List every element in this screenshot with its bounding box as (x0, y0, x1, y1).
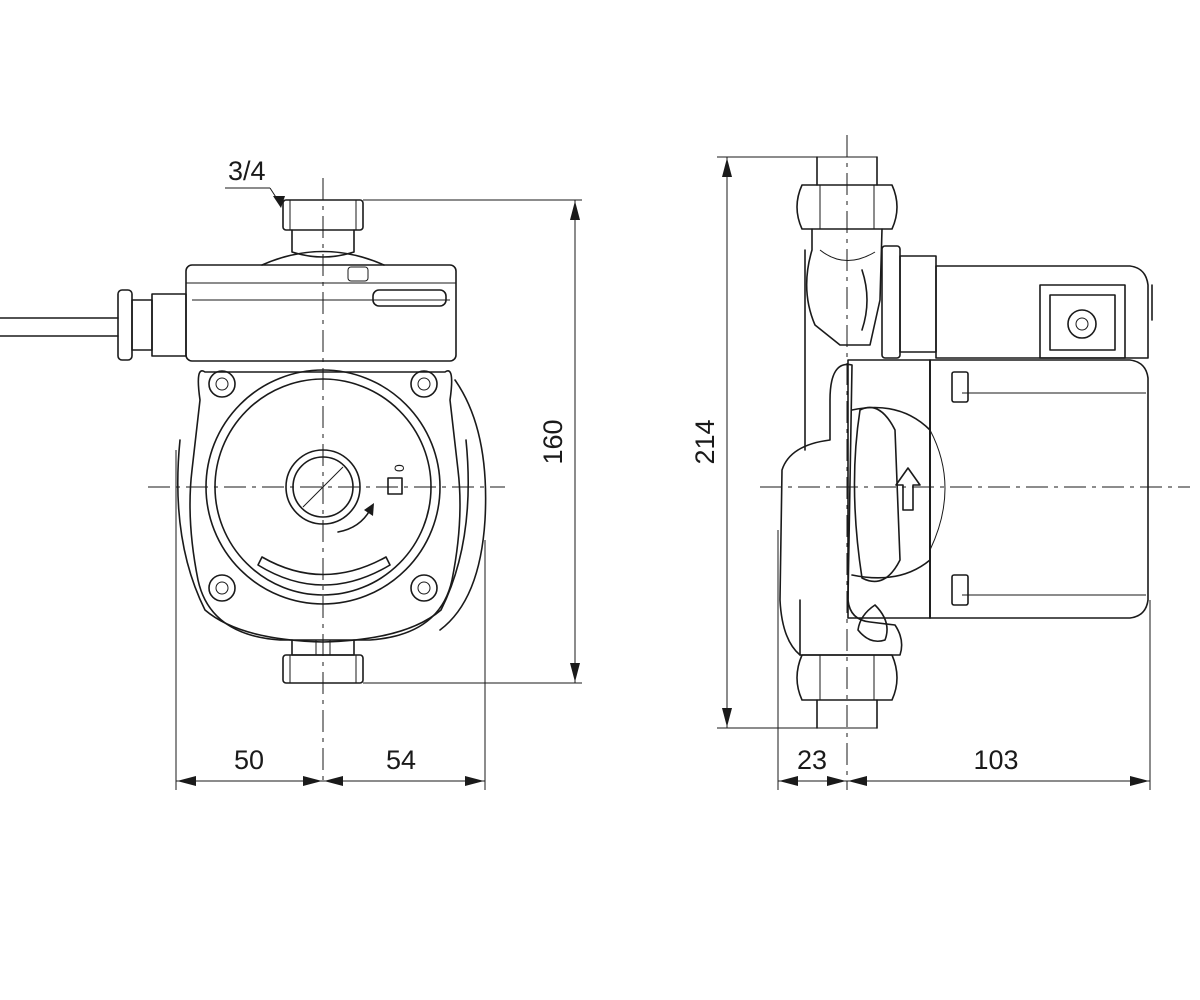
side-motor (847, 359, 1149, 619)
knob-label: 0 (391, 464, 407, 472)
speed-knob (387, 477, 403, 495)
flow-direction-arrow (895, 467, 921, 511)
side-top-fitting (796, 156, 898, 346)
side-terminal-box (935, 265, 1153, 359)
side-pump-casing (779, 249, 903, 656)
front-width-dimensions: 50 54 (175, 450, 486, 790)
side-offset-label: 23 (797, 745, 827, 775)
side-width-dimensions: 23 103 (777, 530, 1151, 790)
connection-size-leader: 3/4 (225, 156, 285, 208)
side-length-label: 103 (973, 745, 1018, 775)
mounting-boss-top-right (410, 370, 438, 398)
side-bottom-fitting (796, 654, 898, 729)
side-flange (861, 245, 937, 359)
top-connection (261, 199, 385, 266)
front-height-dimension: 160 (363, 199, 582, 684)
side-height-label: 214 (690, 419, 720, 464)
mounting-boss-bottom-left (208, 574, 236, 602)
side-height-dimension: 214 (690, 156, 817, 729)
bottom-connection (282, 639, 364, 684)
connection-size-label: 3/4 (228, 156, 266, 186)
power-cable (0, 289, 187, 361)
terminal-box (185, 264, 457, 362)
rotation-arrow (337, 509, 371, 533)
left-width-label: 50 (234, 745, 264, 775)
right-width-label: 54 (386, 745, 416, 775)
mounting-boss-bottom-right (410, 574, 438, 602)
front-view: 0 3/4 160 (0, 156, 582, 790)
pump-housing: 0 (176, 369, 487, 643)
front-height-label: 160 (538, 419, 568, 464)
mounting-boss-top-left (208, 370, 236, 398)
side-view: 214 23 103 (690, 135, 1190, 790)
housing-slot (257, 556, 391, 586)
